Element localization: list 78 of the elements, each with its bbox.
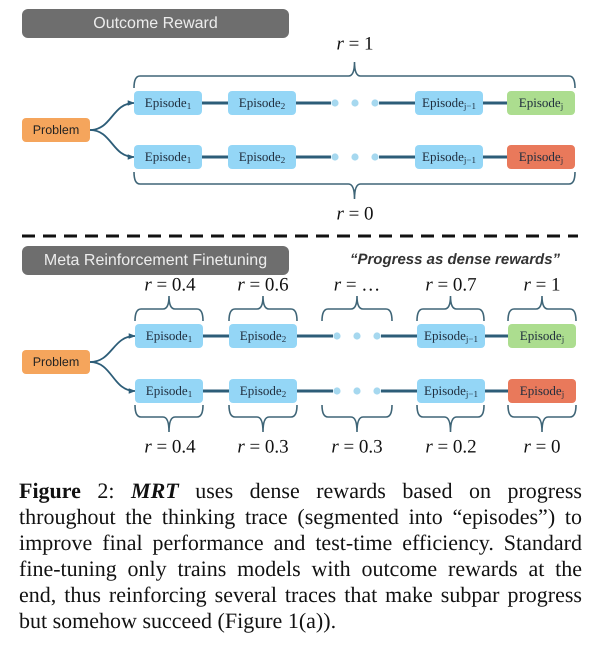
section-title: Meta Reinforcement Finetuning [44, 252, 268, 270]
episode-box [507, 91, 575, 115]
episode-box [135, 324, 203, 348]
reward-label: r = … [334, 276, 380, 296]
reward-label: r = 0.6 [237, 276, 289, 296]
episode-box [228, 145, 296, 169]
arrow [90, 129, 135, 160]
reward-label: r = 0 [523, 438, 561, 458]
reward-label: r = 1 [523, 276, 561, 296]
episode-box [508, 379, 576, 403]
connector-line [203, 390, 229, 392]
connector-line [296, 102, 331, 104]
connector-line [297, 334, 333, 338]
connector-line [202, 102, 228, 104]
arrow [90, 361, 136, 394]
connector-line [381, 334, 417, 338]
box-label: Episode$_{j}$ [520, 384, 564, 398]
reward-label: r = 0.3 [237, 438, 289, 458]
figure-caption: Figure 2: MRT uses dense rewards based on progress throughout the thinking trace (segmented into “episodes”) to improve final performance and test-time efficiency. Standard fine-tuning only trains models with outcome rewards at the end, thus reinforcing several traces that make subpar progress but somehow succeed (Figure 1(a)). [19, 478, 582, 634]
connector-line [483, 156, 507, 158]
problem-box [22, 350, 90, 374]
episode-box [134, 145, 202, 169]
problem-box [22, 118, 90, 142]
section-header-band [22, 246, 289, 275]
episode-box [507, 145, 575, 169]
box-label: Episode$_{1}$ [144, 96, 192, 110]
reward-label: r = 0.4 [144, 438, 196, 458]
section-title: Outcome Reward [93, 14, 218, 32]
reward-label: r = 0 [336, 204, 374, 226]
box-label: Episode$_{j−1}$ [424, 384, 478, 398]
box-label: Problem [32, 123, 80, 137]
box-label: Episode$_{2}$ [240, 384, 286, 398]
ellipsis-icon [333, 387, 381, 395]
connector-line [296, 156, 331, 158]
box-label: Episode$_{j}$ [520, 328, 564, 344]
episode-box [415, 91, 483, 115]
connector-line [202, 156, 228, 158]
reward-label: r = 1 [336, 34, 374, 56]
reward-label: r = 0.4 [144, 276, 196, 296]
connector-line [297, 390, 333, 392]
box-label: Episode$_{j−1}$ [422, 96, 476, 110]
arrow [90, 100, 135, 131]
episode-box [417, 379, 485, 403]
annotation-text: “Progress as dense rewards” [350, 252, 560, 268]
box-label: Episode$_{j}$ [518, 150, 564, 164]
ellipsis-icon [331, 99, 379, 107]
ellipsis-icon [333, 332, 381, 340]
box-label: Episode$_{2}$ [240, 328, 286, 344]
box-label: Episode$_{j−1}$ [424, 328, 478, 344]
box-label: Episode$_{j−1}$ [422, 150, 476, 164]
box-label: Problem [32, 355, 80, 369]
episode-box [228, 91, 296, 115]
connector-line [483, 102, 507, 104]
box-label: Episode$_{2}$ [238, 96, 286, 110]
box-label: Episode$_{1}$ [144, 150, 192, 164]
connector-line [381, 390, 417, 392]
episode-box [229, 324, 297, 348]
arrow [90, 334, 136, 363]
connector-line [379, 156, 415, 158]
box-label: Episode$_{1}$ [146, 328, 192, 344]
reward-label: r = 0.3 [331, 438, 383, 458]
episode-box [415, 145, 483, 169]
episode-box [135, 379, 203, 403]
box-label: Episode$_{1}$ [146, 384, 192, 398]
ellipsis-icon [331, 153, 379, 161]
reward-label: r = 0.7 [425, 276, 477, 296]
connector-line [485, 390, 508, 392]
section-header-band [22, 9, 289, 38]
box-label: Episode$_{2}$ [238, 150, 286, 164]
connector-line [379, 102, 415, 104]
reward-label: r = 0.2 [425, 438, 477, 458]
episode-box [134, 91, 202, 115]
box-label: Episode$_{j}$ [518, 96, 564, 110]
episode-box [508, 324, 576, 348]
episode-box [229, 379, 297, 403]
episode-box [417, 324, 485, 348]
connector-line [203, 334, 229, 338]
connector-line [485, 334, 508, 338]
